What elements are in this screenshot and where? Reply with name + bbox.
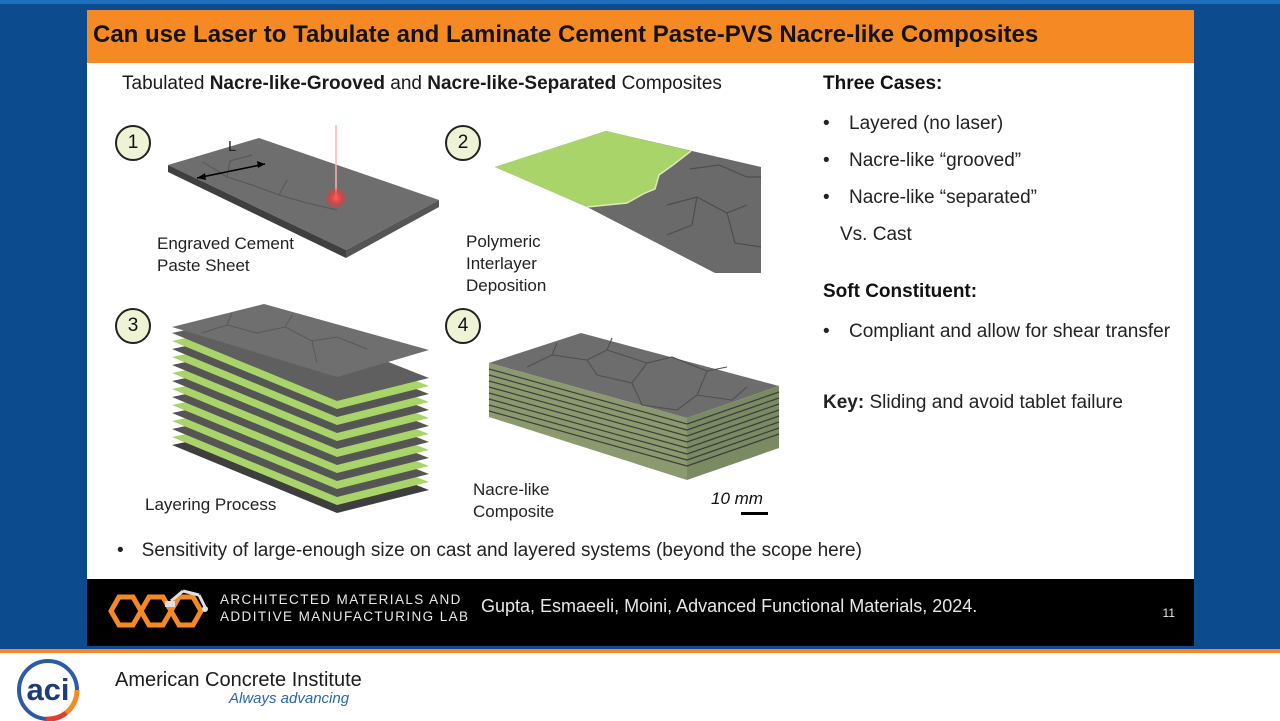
subtitle-middle: and bbox=[384, 73, 428, 94]
scale-bar-label: 10 mm bbox=[711, 489, 763, 508]
slide-number: 11 bbox=[1162, 606, 1175, 620]
caption-step-4-line-2: Composite bbox=[473, 502, 555, 521]
lab-name: ARCHITECTED MATERIALS AND ADDITIVE MANUF… bbox=[220, 591, 469, 625]
lab-logo-icon bbox=[108, 589, 208, 628]
dimension-arrow bbox=[196, 163, 266, 179]
top-edge-line bbox=[0, 0, 1280, 4]
subtitle-bold-separated: Nacre-like-Separated bbox=[427, 73, 617, 94]
caption-step-3: Layering Process bbox=[145, 495, 277, 514]
caption-step-4-line-1: Nacre-like bbox=[473, 480, 550, 499]
caption-step-1-line-2: Paste Sheet bbox=[157, 256, 250, 275]
subtitle-bold-grooved: Nacre-like-Grooved bbox=[209, 73, 385, 94]
aci-logo-icon: aci bbox=[17, 659, 80, 721]
case-item: Nacre-like “grooved” bbox=[823, 142, 1183, 179]
step-number-2: 2 bbox=[445, 125, 481, 161]
lab-name-line-1: ARCHITECTED MATERIALS AND bbox=[220, 592, 462, 607]
orange-divider bbox=[0, 649, 1280, 653]
key-text: Sliding and avoid tablet failure bbox=[864, 392, 1123, 413]
caption-step-1-line-1: Engraved Cement bbox=[157, 234, 295, 253]
key-line: Key: Sliding and avoid tablet failure bbox=[823, 392, 1183, 414]
layered-stack-illustration bbox=[172, 304, 429, 513]
bottom-bullet: •Sensitivity of large-enough size on cas… bbox=[117, 540, 862, 561]
caption-step-2: Polymeric Interlayer Deposition bbox=[466, 231, 546, 297]
step-number-3: 3 bbox=[115, 308, 151, 344]
cases-list: Layered (no laser) Nacre-like “grooved” … bbox=[823, 105, 1183, 253]
subtitle-prefix: Tabulated bbox=[122, 73, 210, 94]
caption-step-1: Engraved Cement Paste Sheet bbox=[157, 233, 294, 277]
soft-constituent-item: Compliant and allow for shear transfer bbox=[823, 313, 1183, 350]
organization-tagline: Always advancing bbox=[229, 690, 350, 707]
scale-bar bbox=[741, 512, 768, 515]
caption-step-2-line-3: Deposition bbox=[466, 276, 547, 295]
comparison-text: Vs. Cast bbox=[840, 224, 912, 245]
nacre-composite-illustration bbox=[488, 333, 780, 480]
slide-title: Can use Laser to Tabulate and Laminate C… bbox=[93, 21, 1039, 48]
case-item: Nacre-like “separated” bbox=[823, 179, 1183, 216]
soft-constituent-list: Compliant and allow for shear transfer bbox=[823, 313, 1183, 350]
process-figure: 1 2 3 4 L Engraved Cement Paste Sheet Po… bbox=[107, 105, 787, 530]
case-item: Layered (no laser) bbox=[823, 105, 1183, 142]
cases-heading: Three Cases: bbox=[823, 73, 943, 94]
lab-name-line-2: ADDITIVE MANUFACTURING LAB bbox=[220, 609, 470, 624]
slide: Can use Laser to Tabulate and Laminate C… bbox=[87, 10, 1194, 646]
slide-subtitle: Tabulated Nacre-like-Grooved and Nacre-l… bbox=[122, 73, 722, 95]
organization-name: American Concrete Institute bbox=[115, 669, 362, 691]
engraved-sheet-illustration bbox=[168, 125, 439, 258]
caption-step-2-line-1: Polymeric bbox=[466, 232, 541, 251]
soft-constituent-heading: Soft Constituent: bbox=[823, 281, 978, 302]
slide-title-bar: Can use Laser to Tabulate and Laminate C… bbox=[87, 10, 1194, 63]
key-label: Key: bbox=[823, 392, 865, 413]
aci-logo-text: aci bbox=[26, 672, 69, 707]
bottom-bullet-text: Sensitivity of large-enough size on cast… bbox=[141, 540, 862, 561]
step-number-4: 4 bbox=[445, 308, 481, 344]
polymer-deposition-illustration bbox=[495, 131, 762, 273]
caption-step-4: Nacre-like Composite bbox=[473, 479, 554, 523]
step-number-1: 1 bbox=[115, 125, 151, 161]
right-column: Three Cases: Layered (no laser) Nacre-li… bbox=[823, 73, 1183, 414]
laser-spot bbox=[325, 187, 347, 209]
slide-footer: ARCHITECTED MATERIALS AND ADDITIVE MANUF… bbox=[87, 579, 1194, 646]
caption-step-2-line-2: Interlayer bbox=[466, 254, 537, 273]
citation: Gupta, Esmaeeli, Moini, Advanced Functio… bbox=[481, 596, 978, 616]
dimension-label: L bbox=[228, 138, 237, 155]
subtitle-suffix: Composites bbox=[616, 73, 722, 94]
process-illustration bbox=[168, 125, 780, 513]
